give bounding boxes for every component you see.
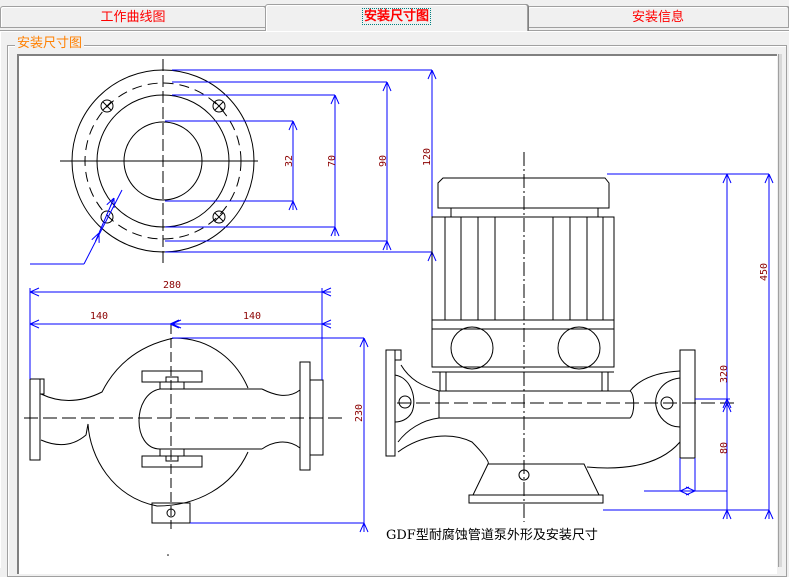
scroll-edge	[778, 54, 782, 567]
dim-flange-120: 120	[422, 148, 433, 166]
side-outlet-flange	[679, 349, 696, 459]
stray-dot	[167, 554, 169, 556]
volute-top	[40, 337, 249, 402]
bolt-holes	[100, 99, 226, 224]
pump-base	[472, 463, 600, 496]
dim-base-height: 80	[719, 442, 730, 454]
inlet-flange	[29, 378, 41, 461]
installation-drawing: 32 70 90 120 280 140 140 230	[24, 59, 779, 556]
motor-fan-cover	[437, 177, 610, 209]
tab-label: 安装尺寸图	[361, 8, 432, 25]
flange-view	[60, 59, 258, 264]
drawing-canvas: 32 70 90 120 280 140 140 230	[17, 54, 777, 574]
bracket-window-right	[557, 326, 601, 370]
dim-center-height: 320	[719, 365, 730, 383]
dim-overall-length: 280	[163, 280, 181, 291]
side-dimensions	[603, 173, 769, 510]
side-inlet-flange	[385, 349, 396, 457]
volute-bottom	[40, 423, 249, 507]
tab-label: 工作曲线图	[100, 10, 166, 25]
tab-install-info[interactable]: 安装信息	[527, 6, 789, 28]
tab-label: 安装信息	[631, 10, 684, 25]
outlet-flange	[299, 361, 311, 471]
dim-left-half: 140	[90, 311, 108, 322]
impeller-arc	[138, 388, 161, 450]
dim-flange-90: 90	[378, 155, 389, 167]
tab-work-curve[interactable]: 工作曲线图	[0, 6, 266, 28]
tab-install-dimensions[interactable]: 安装尺寸图	[265, 4, 528, 31]
flange-dimensions	[30, 69, 432, 265]
dim-flange-32: 32	[284, 155, 295, 167]
plan-dimensions	[29, 288, 364, 523]
motor-bracket	[431, 328, 615, 368]
dim-flange-70: 70	[327, 155, 338, 167]
dim-plan-height: 230	[354, 404, 365, 422]
plan-view	[24, 324, 342, 529]
side-view	[385, 152, 737, 522]
dim-total-height: 450	[759, 263, 770, 281]
pump-shaft-casing	[438, 390, 635, 419]
dim-right-half: 140	[243, 311, 261, 322]
drawing-caption: GDF型耐腐蚀管道泵外形及安装尺寸	[386, 528, 598, 543]
tab-bar: 工作曲线图 安装信息 安装尺寸图	[0, 0, 789, 31]
group-label: 安装尺寸图	[15, 36, 85, 52]
bracket-window-left	[450, 326, 494, 370]
